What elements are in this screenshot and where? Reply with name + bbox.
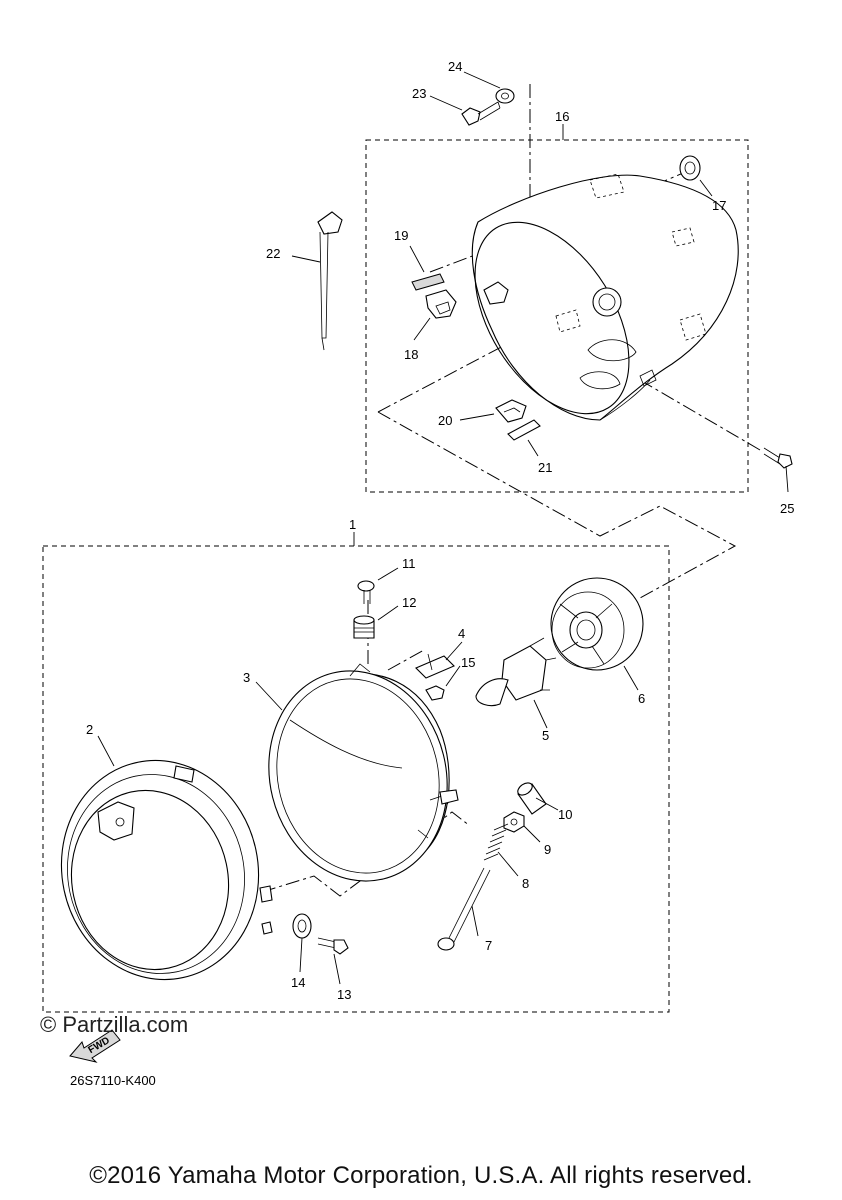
alignment-line-rim	[261, 811, 471, 897]
nut-15	[425, 685, 445, 701]
clip-18	[425, 289, 457, 319]
grommet-17	[679, 155, 701, 181]
alignment-line-rear-screw	[639, 379, 761, 451]
callout-11: 11	[402, 556, 416, 571]
spring-8	[483, 823, 509, 861]
callout-19: 19	[394, 228, 408, 243]
callout-7: 7	[485, 938, 492, 953]
callout-17: 17	[712, 198, 726, 213]
callout-20: 20	[438, 413, 452, 428]
bolt-23	[461, 101, 501, 126]
callout-6: 6	[638, 691, 645, 706]
screw-11	[357, 580, 375, 604]
callout-25: 25	[780, 501, 794, 516]
callout-13: 13	[337, 987, 351, 1002]
rim-2	[60, 759, 273, 981]
callout-15: 15	[461, 655, 475, 670]
callout-23: 23	[412, 86, 426, 101]
pad-21	[507, 419, 541, 441]
grommet-14	[292, 913, 312, 939]
housing-assembly-box	[365, 139, 749, 493]
callout-8: 8	[522, 876, 529, 891]
headlight-housing-16	[471, 173, 739, 421]
clip-20	[495, 399, 527, 423]
callout-12: 12	[402, 595, 416, 610]
socket-cover-6	[550, 577, 644, 671]
diagram-code: 26S7110-K400	[70, 1073, 156, 1088]
partzilla-watermark: © Partzilla.com	[40, 1012, 189, 1037]
screw-13	[317, 937, 349, 955]
headlight-unit-assembly-box	[42, 545, 670, 1013]
alignment-line-housing	[377, 315, 737, 599]
bulb-5	[475, 637, 557, 707]
callout-5: 5	[542, 728, 549, 743]
cable-tie-22	[317, 211, 343, 351]
callout-14: 14	[291, 975, 305, 990]
leader-lines	[97, 71, 789, 985]
callout-4: 4	[458, 626, 465, 641]
headlight-unit-3	[268, 663, 459, 882]
callout-1: 1	[349, 517, 356, 532]
callout-21: 21	[538, 460, 552, 475]
callout-3: 3	[243, 670, 250, 685]
clip-nut-4	[415, 653, 455, 679]
pad-19	[411, 273, 445, 291]
callout-labels: 1 2 3 4 5 6 7 8 9 10 11 12 13 14 15 16 1…	[86, 59, 794, 1002]
collar-10	[517, 782, 547, 815]
callout-10: 10	[558, 807, 572, 822]
collar-12	[353, 615, 375, 639]
callout-22: 22	[266, 246, 280, 261]
washer-24	[495, 88, 515, 104]
adjusting-bolt-7	[437, 867, 491, 951]
callout-24: 24	[448, 59, 462, 74]
copyright-footer: ©2016 Yamaha Motor Corporation, U.S.A. A…	[89, 1162, 753, 1189]
nut-9	[503, 811, 525, 833]
callout-16: 16	[555, 109, 569, 124]
clip-on-housing	[483, 281, 509, 305]
callout-2: 2	[86, 722, 93, 737]
alignment-line-clip	[387, 649, 425, 671]
screw-25	[763, 447, 793, 469]
callout-9: 9	[544, 842, 551, 857]
callout-18: 18	[404, 347, 418, 362]
